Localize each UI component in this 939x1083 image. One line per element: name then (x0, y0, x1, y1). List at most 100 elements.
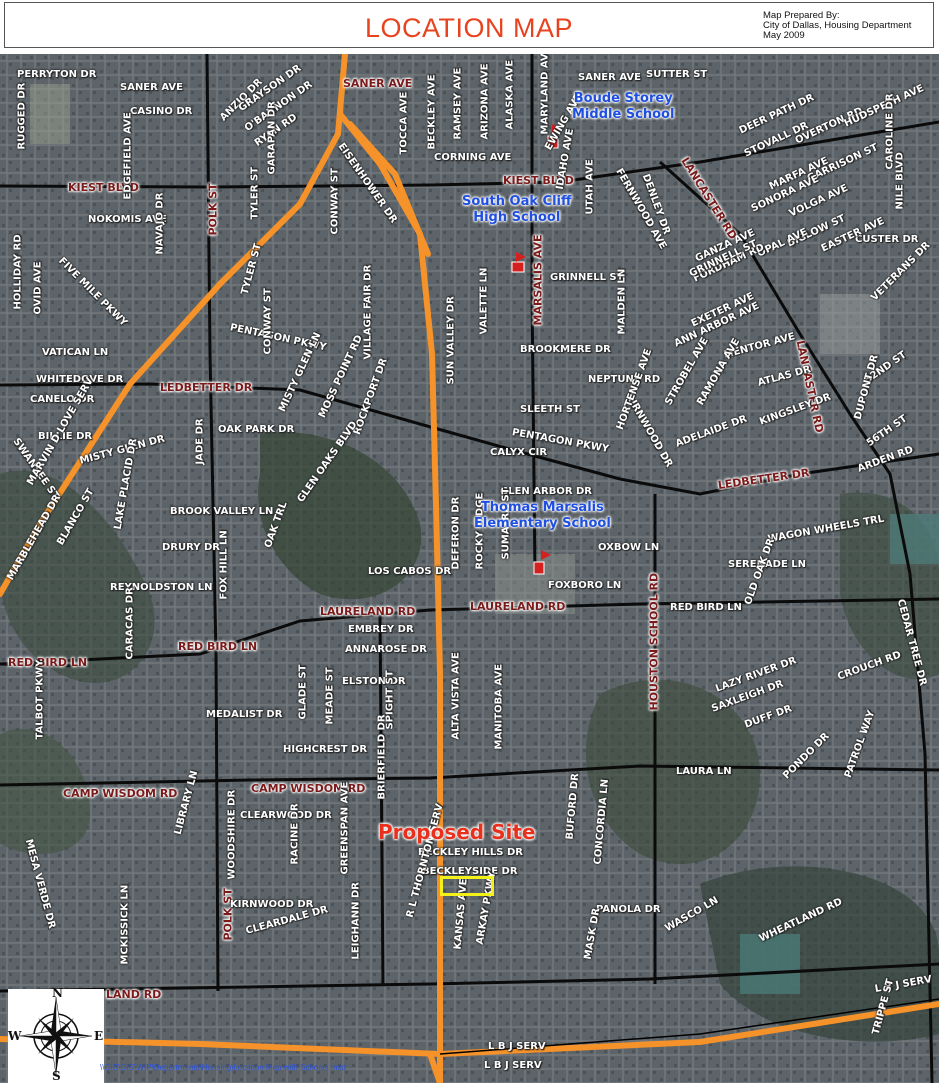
street-label: CORNING AVE (434, 152, 512, 163)
street-label: SANER AVE (578, 72, 641, 83)
street-label: MANITOBA AVE (493, 663, 505, 750)
street-label: BROOK VALLEY LN (170, 506, 274, 517)
school-label-line: Boude Storey (573, 91, 673, 106)
proposed-site-label: Proposed Site (378, 820, 536, 844)
street-label: HIGHCREST DR (283, 744, 368, 755)
street-label: GREENSPAN AVE (339, 781, 351, 875)
street-label: GLADE ST (297, 664, 309, 720)
street-label: NOKOMIS AVE (88, 214, 167, 225)
arterial-roads (0, 54, 939, 1083)
street-label: EMBREY DR (348, 624, 414, 635)
lbj-frontage (439, 998, 939, 1055)
school-label-line: Elementary School (474, 516, 611, 531)
street-label: KIRNWOOD DR (230, 899, 314, 910)
street-label: VATICAN LN (42, 347, 109, 358)
street-label: CONWAY ST (329, 168, 341, 235)
north-arrow-compass: N S W E (8, 986, 104, 1083)
street-label: SUTTER ST (646, 69, 708, 80)
street-label: NEPTUNE RD (588, 374, 661, 385)
prepared-by-line-1: Map Prepared By: (763, 10, 840, 21)
school-label-line: South Oak Cliff (462, 194, 572, 209)
street-label: L B J SERV (488, 1041, 546, 1052)
compass-rose-icon (19, 996, 93, 1076)
school-label-line: High School (473, 210, 561, 225)
street-label: DRURY DR (162, 542, 220, 553)
school-label-line: Thomas Marsalis (480, 500, 604, 515)
road-label-camp-wisdom-rd-west: CAMP WISDOM RD (63, 787, 178, 800)
compass-south: S (52, 1069, 61, 1083)
street-label: LOS CABOS DR (368, 566, 452, 577)
road-label-laureland-rd-west: LAURELAND RD (320, 605, 416, 618)
street-label: SLEETH ST (520, 404, 580, 415)
map-canvas (0, 54, 939, 1083)
road-label-kiest-blvd-east: KIEST BLVD (503, 174, 574, 187)
street-label: DEFERON DR (450, 496, 462, 570)
street-label: VILLAGE FAIR DR (362, 264, 374, 360)
street-label: GARAPAN DR (266, 101, 278, 175)
road-label-marsalis-ave: MARSALIS AVE (531, 234, 545, 326)
school-label-line: Middle School (572, 107, 675, 122)
street-label: FOX HILL LN (218, 530, 230, 600)
compass-west: W (8, 1029, 22, 1043)
prepared-by-line-3: May 2009 (763, 30, 805, 41)
school-markers (511, 124, 562, 575)
street-label: PANOLA DR (596, 904, 661, 915)
road-label-saner-ave: SANER AVE (343, 77, 413, 90)
street-label: SERENADE LN (728, 559, 807, 570)
street-label: BECKLEY HILLS DR (418, 847, 523, 858)
street-label: SANER AVE (120, 82, 183, 93)
compass-north: N (52, 986, 63, 1000)
source-file-path: \\GIS\GIS\WIP\Departments\Housing\Locati… (100, 1063, 346, 1072)
street-label: TOCCA AVE (398, 91, 410, 155)
road-label-red-bird-ln-west: RED BIRD LN (8, 656, 88, 669)
street-label: HOLLIDAY RD (12, 234, 24, 310)
street-label: SUN VALLEY DR (445, 296, 457, 385)
street-label: ARIZONA AVE (479, 63, 491, 140)
street-label: BECKLEYSIDE DR (422, 866, 518, 877)
street-label: UTAH AVE (584, 159, 596, 215)
street-label: PERRYTON DR (17, 69, 97, 80)
map-title: LOCATION MAP (364, 13, 574, 43)
street-label: RED BIRD LN (670, 602, 742, 613)
street-label: CALYX CIR (490, 447, 548, 458)
street-label: MALDEN LN (616, 268, 628, 335)
street-label: GRINNELL ST (550, 272, 624, 283)
road-label-polk-st-north: POLK ST (206, 183, 220, 236)
street-label: ALASKA AVE (504, 59, 516, 130)
street-label: LAURA LN (676, 766, 732, 777)
street-label: WHITEDOVE DR (36, 374, 124, 385)
road-label-kiest-blvd-west: KIEST BLVD (68, 181, 139, 194)
street-label: VALETTE LN (478, 267, 490, 335)
street-label: MEADE ST (324, 667, 336, 725)
road-label-land-rd: LAND RD (106, 988, 162, 1001)
road-label-camp-wisdom-rd-east: CAMP WISDOM RD (251, 782, 366, 795)
road-label-red-bird-ln: RED BIRD LN (178, 640, 258, 653)
street-label: ALTA VISTA AVE (450, 652, 462, 740)
aerial-map[interactable]: SANER AVE KIEST BLVD KIEST BLVD POLK ST … (0, 54, 939, 1083)
street-label: BILLIE DR (38, 431, 93, 442)
street-label: BROOKMERE DR (520, 344, 611, 355)
street-label: ANNAROSE DR (345, 644, 427, 655)
street-label: FOXBORO LN (548, 580, 622, 591)
street-label: NILE BLVD (894, 152, 906, 210)
road-label-laureland-rd-east: LAURELAND RD (470, 600, 566, 613)
street-label: TYLER ST (249, 167, 261, 220)
street-label: EDGEFIELD AVE (122, 112, 134, 200)
road-label-ledbetter-dr-west: LEDBETTER DR (160, 381, 253, 394)
street-label: CONWAY ST (262, 288, 274, 355)
street-label: RUGGED DR (16, 82, 28, 150)
prepared-by-note: Map Prepared By: City of Dallas, Housing… (763, 11, 911, 41)
street-label: TALBOT PKWY (34, 659, 46, 740)
street-label: RAMSEY AVE (452, 67, 464, 140)
proposed-site-boundary[interactable] (440, 876, 494, 896)
street-label: OVID AVE (32, 261, 44, 315)
street-label: LEIGHANN DR (350, 882, 362, 960)
street-label: OXBOW LN (598, 542, 660, 553)
street-label: JADE DR (194, 418, 206, 465)
street-label: REYNOLDSTON LN (110, 582, 213, 593)
